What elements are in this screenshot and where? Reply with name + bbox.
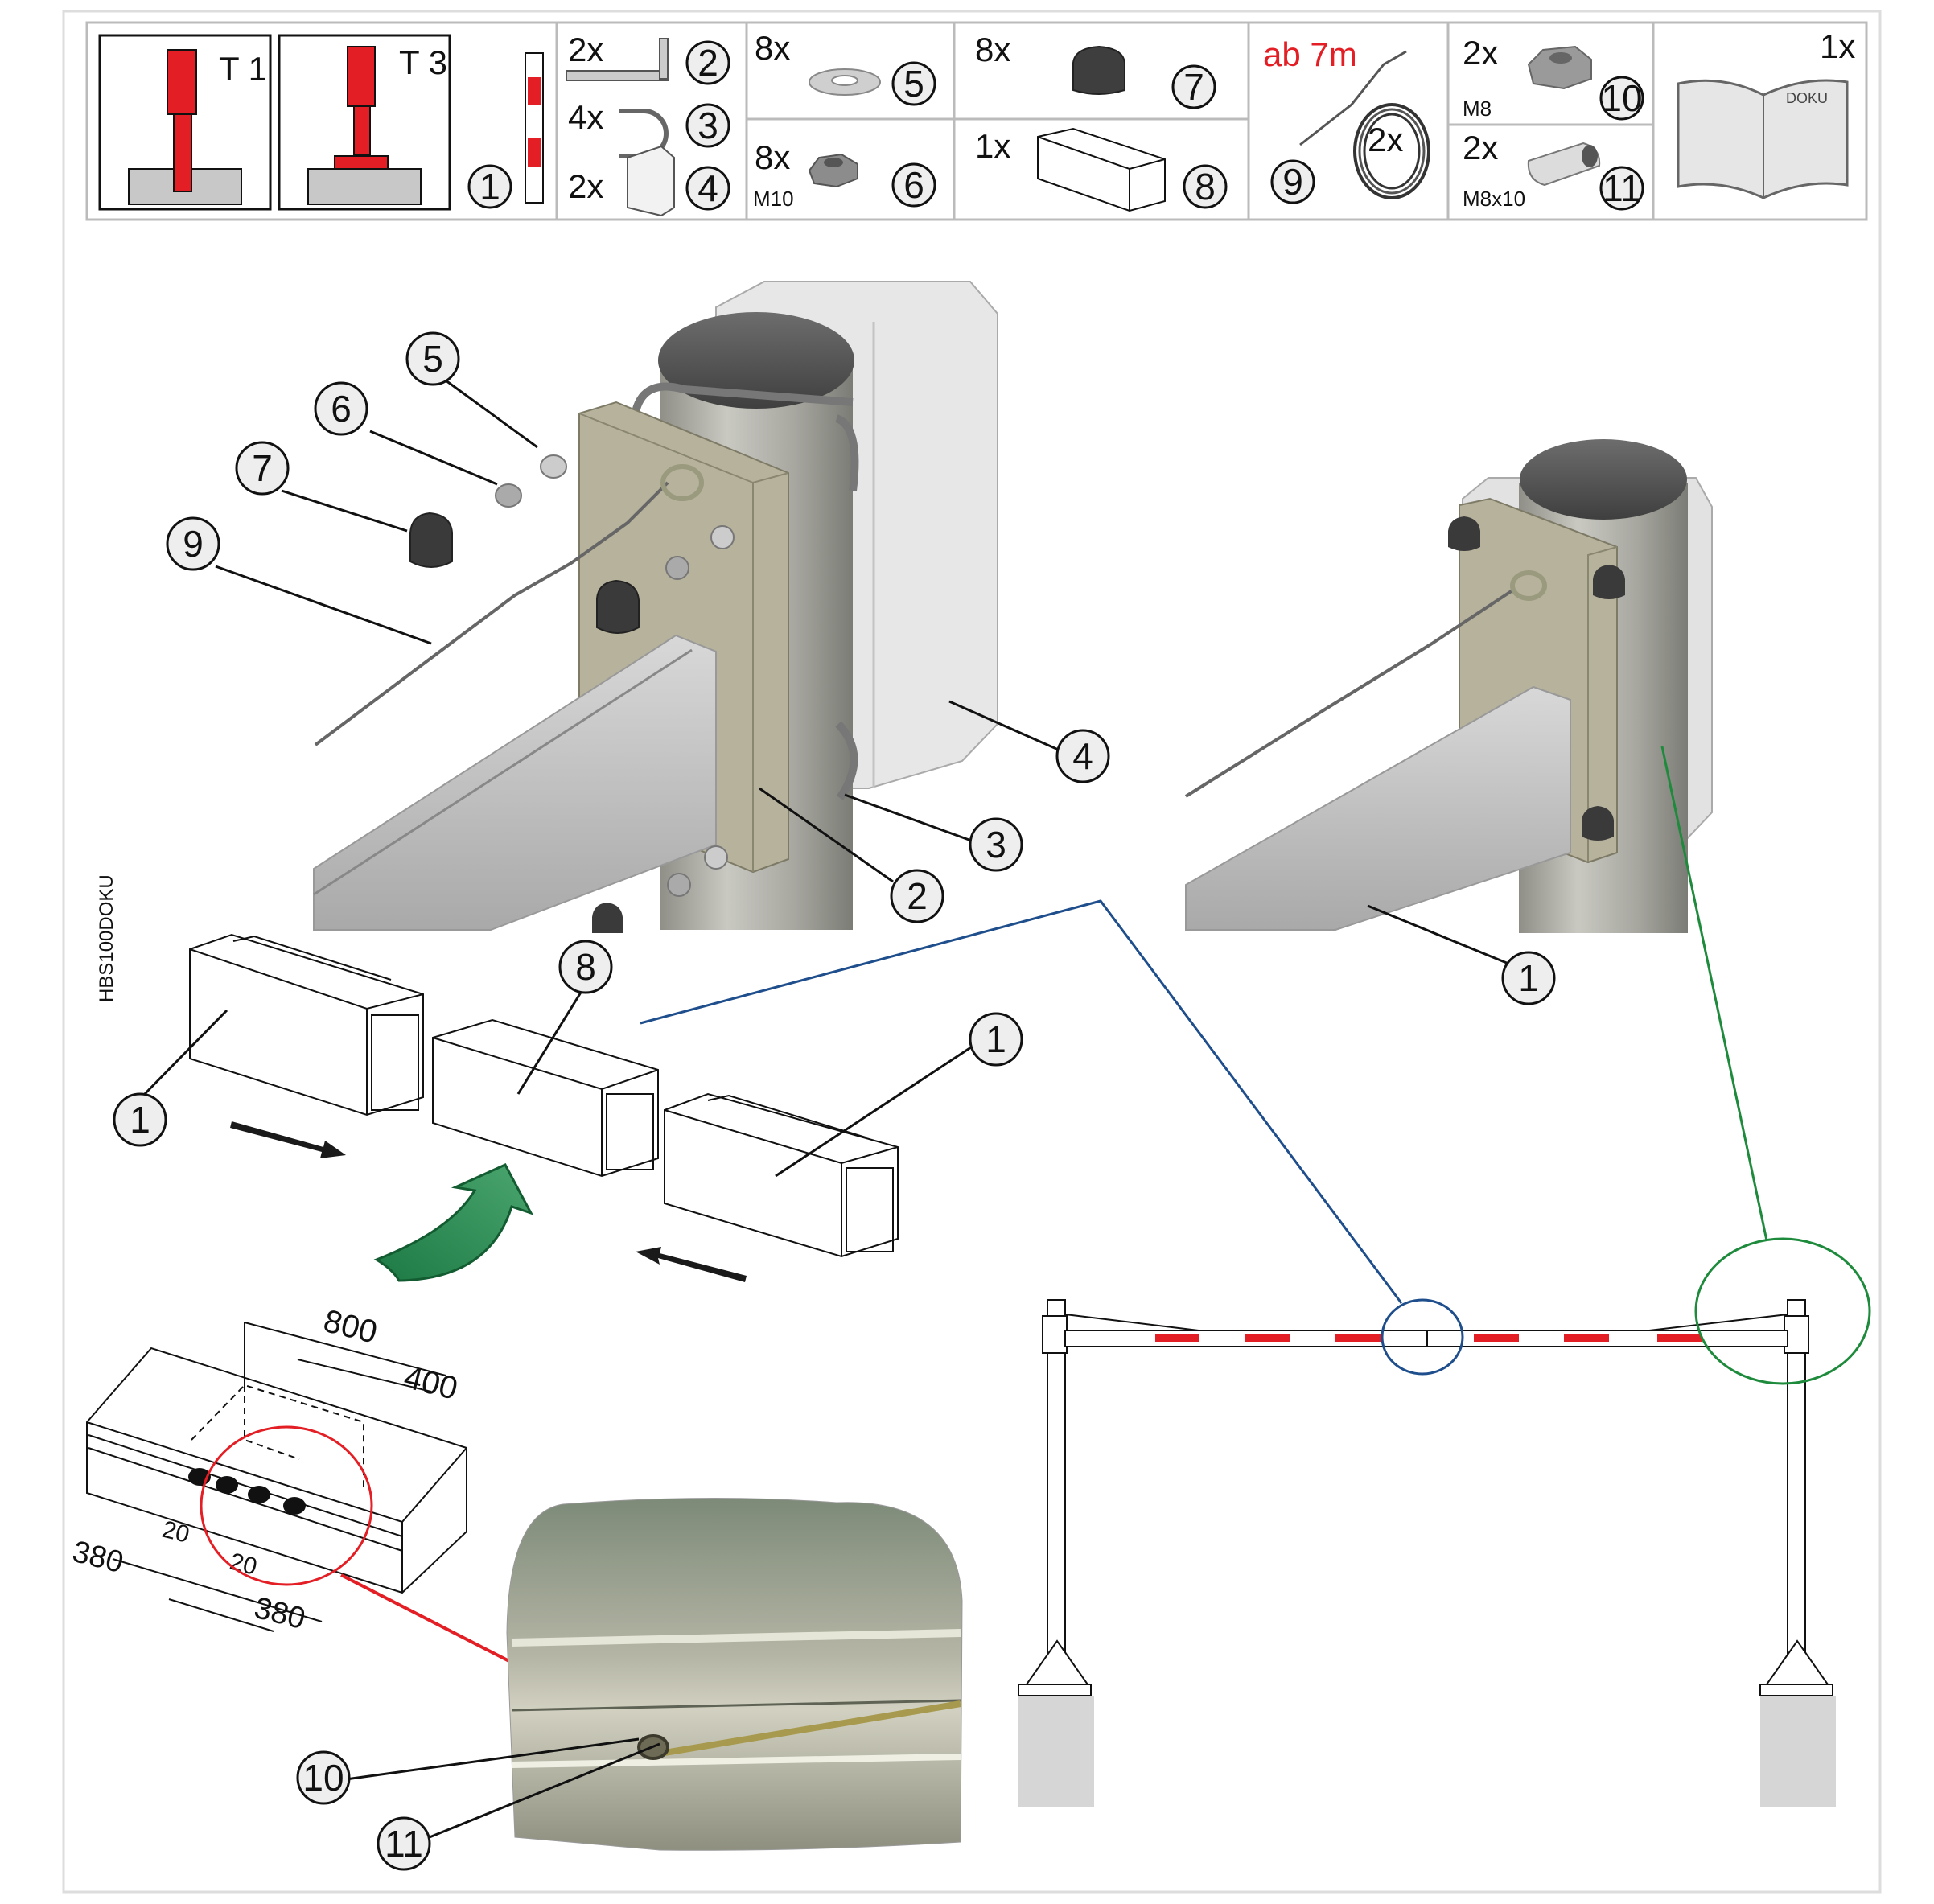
item-7-qty: 8x — [975, 31, 1010, 68]
callout-2: 2 — [890, 869, 944, 923]
callout-10: 10 — [296, 1750, 351, 1805]
type-t1-diagram: T 1 — [98, 34, 272, 211]
svg-text:9: 9 — [183, 523, 204, 565]
item-9-number: 9 — [1282, 161, 1303, 203]
svg-text:5: 5 — [422, 338, 443, 380]
svg-text:2: 2 — [907, 875, 928, 917]
callout-5: 5 — [405, 331, 460, 386]
svg-text:7: 7 — [252, 447, 273, 489]
svg-text:1: 1 — [1518, 957, 1539, 999]
item-5-washer-icon: 8x 5 — [755, 29, 936, 106]
svg-text:11: 11 — [385, 1823, 423, 1865]
item-2-plate-icon: 2x 2 — [566, 31, 730, 85]
item-10-number: 10 — [1601, 77, 1642, 119]
item-4-qty: 2x — [568, 167, 603, 205]
callout-1-assembled: 1 — [1501, 951, 1556, 1005]
item-5-number: 5 — [903, 63, 924, 105]
type-t3-diagram: T 3 — [278, 34, 451, 211]
svg-text:10: 10 — [302, 1757, 344, 1799]
item-5-qty: 8x — [755, 29, 790, 67]
item-7-number: 7 — [1183, 66, 1204, 108]
svg-text:1: 1 — [986, 1018, 1006, 1060]
item-6-size: M10 — [753, 187, 794, 211]
item-10-size: M8 — [1463, 97, 1492, 121]
item-7-capnut-icon: 8x 7 — [975, 31, 1216, 109]
item-11-spacer-icon: 2x M8x10 11 — [1463, 129, 1644, 211]
svg-text:6: 6 — [331, 388, 352, 430]
callout-11: 11 — [377, 1816, 431, 1871]
page-border — [62, 10, 1882, 1894]
dim-380-right: 380 — [251, 1591, 309, 1636]
parts-table: T 1 T 3 1 2x 2 4x — [85, 21, 1868, 221]
callout-9: 9 — [166, 516, 220, 571]
svg-text:8: 8 — [575, 946, 596, 988]
manual-qty: 1x — [1820, 27, 1855, 65]
callout-8-connector: 8 — [558, 940, 613, 994]
item-6-qty: 8x — [755, 138, 790, 176]
item-9-qty: 2x — [1368, 121, 1403, 158]
item-10-qty: 2x — [1463, 34, 1498, 72]
callout-1-left-beam: 1 — [113, 1092, 167, 1147]
svg-text:3: 3 — [986, 824, 1006, 866]
item-6-number: 6 — [903, 164, 924, 206]
dim-380-left: 380 — [69, 1535, 127, 1580]
assembled-mounting-view: 1 — [1184, 439, 1713, 1005]
item-8-connector-icon: 1x 8 — [975, 127, 1228, 212]
dim-400: 400 — [401, 1359, 461, 1407]
detail-photo: 10 11 — [296, 1497, 963, 1871]
manual-book-icon: 1x DOKU — [1677, 27, 1855, 199]
item-6-nut-icon: 8x M10 6 — [753, 138, 936, 211]
beam-joining-diagram: 1 8 1 — [113, 933, 1023, 1282]
type-t1-label: T 1 — [219, 50, 267, 88]
item-3-ubolt-icon: 4x 3 — [568, 98, 730, 158]
item-3-qty: 4x — [568, 98, 603, 136]
dim-20-right: 20 — [227, 1548, 259, 1581]
callout-1-right-beam: 1 — [969, 1012, 1023, 1067]
item-1-number: 1 — [479, 166, 500, 208]
item-9-note: ab 7m — [1263, 35, 1357, 73]
item-1-boom-icon: 1 — [467, 52, 544, 209]
callout-6: 6 — [314, 381, 368, 436]
document-code-label: HBS100DOKU — [96, 874, 117, 1002]
manual-book-label: DOKU — [1786, 90, 1828, 106]
item-4-number: 4 — [697, 167, 718, 209]
item-2-number: 2 — [697, 42, 718, 84]
item-9-cable-icon: ab 7m 2x 9 — [1263, 35, 1430, 204]
svg-text:1: 1 — [130, 1099, 150, 1141]
dimension-drawing: 800 400 380 20 20 380 — [69, 1303, 603, 1710]
item-3-number: 3 — [697, 105, 718, 146]
item-11-size: M8x10 — [1463, 187, 1525, 211]
item-11-qty: 2x — [1463, 129, 1498, 167]
callout-7: 7 — [235, 441, 290, 496]
item-8-qty: 1x — [975, 127, 1010, 165]
dim-800: 800 — [320, 1303, 381, 1351]
svg-text:4: 4 — [1072, 735, 1093, 777]
item-10-nut-icon: 2x M8 10 — [1463, 34, 1644, 121]
exploded-mounting-view: 5 6 7 9 4 3 2 — [166, 281, 1110, 933]
callout-3: 3 — [969, 817, 1023, 872]
item-4-bracket-icon: 2x 4 — [568, 145, 730, 217]
item-2-qty: 2x — [568, 31, 603, 68]
type-t3-label: T 3 — [399, 43, 447, 81]
item-8-number: 8 — [1195, 166, 1216, 208]
callout-4: 4 — [1055, 729, 1110, 783]
item-11-number: 11 — [1603, 167, 1641, 209]
dim-20-left: 20 — [159, 1516, 191, 1548]
gantry-overview — [640, 746, 1871, 1807]
